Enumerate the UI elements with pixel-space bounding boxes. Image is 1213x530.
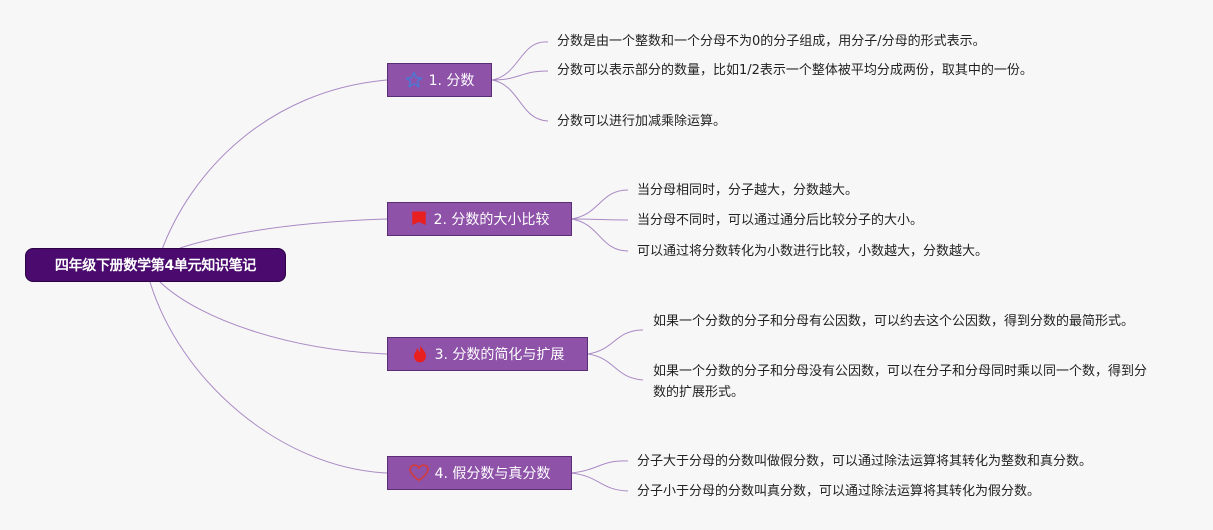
connector-root-topic-2	[179, 218, 388, 249]
connector-topic-1-leaf-2	[491, 70, 549, 81]
heart-icon	[408, 464, 429, 482]
connector-root-topic-3	[159, 281, 388, 355]
topic-node-4[interactable]: 4. 假分数与真分数	[387, 456, 572, 490]
connector-topic-3-leaf-1	[587, 329, 644, 355]
connector-topic-4-leaf-1	[570, 460, 629, 474]
leaf-1-1: 分数是由一个整数和一个分母不为0的分子组成，用分子/分母的形式表示。	[557, 34, 986, 49]
topic-label-1: 1. 分数	[428, 73, 475, 89]
connector-topic-4-leaf-2	[570, 472, 629, 492]
topic-label-2: 2. 分数的大小比较	[433, 212, 550, 228]
star-icon	[405, 71, 423, 89]
leaf-3-1: 如果一个分数的分子和分母有公因数，可以约去这个公因数，得到分数的最简形式。	[653, 314, 1135, 329]
connector-root-topic-4	[149, 281, 388, 474]
connector-topic-1-leaf-3	[491, 79, 549, 122]
leaf-2-3: 可以通过将分数转化为小数进行比较，小数越大，分数越大。	[637, 244, 989, 259]
topic-node-2[interactable]: 2. 分数的大小比较	[387, 202, 572, 236]
connector-topic-2-leaf-3	[570, 218, 629, 252]
root-label: 四年级下册数学第4单元知识笔记	[54, 258, 257, 274]
leaf-4-1: 分子大于分母的分数叫做假分数，可以通过除法运算将其转化为整数和真分数。	[637, 454, 1093, 469]
topic-label-4: 4. 假分数与真分数	[434, 466, 551, 482]
topic-node-1[interactable]: 1. 分数	[387, 63, 492, 97]
connector-topic-2-leaf-2	[570, 218, 629, 221]
connector-root-topic-1	[159, 79, 388, 256]
connector-topic-1-leaf-1	[491, 41, 549, 81]
connector-topic-2-leaf-1	[570, 189, 629, 220]
topic-node-3[interactable]: 3. 分数的简化与扩展	[387, 337, 588, 371]
flag-icon	[410, 210, 428, 228]
leaf-3-2: 如果一个分数的分子和分母没有公因数，可以在分子和分母同时乘以同一个数，得到分数的…	[653, 364, 1148, 400]
leaf-1-2: 分数可以表示部分的数量，比如1/2表示一个整体被平均分成两份，取其中的一份。	[557, 63, 1033, 78]
leaf-2-1: 当分母相同时，分子越大，分数越大。	[637, 183, 859, 198]
root-node[interactable]: 四年级下册数学第4单元知识笔记	[25, 248, 286, 282]
topic-label-3: 3. 分数的简化与扩展	[434, 347, 565, 363]
leaf-2-2: 当分母不同时，可以通过通分后比较分子的大小。	[637, 213, 924, 228]
fire-icon	[411, 344, 429, 364]
leaf-1-3: 分数可以进行加减乘除运算。	[557, 114, 727, 129]
connector-topic-3-leaf-2	[587, 353, 644, 381]
leaf-4-2: 分子小于分母的分数叫真分数，可以通过除法运算将其转化为假分数。	[637, 484, 1041, 499]
